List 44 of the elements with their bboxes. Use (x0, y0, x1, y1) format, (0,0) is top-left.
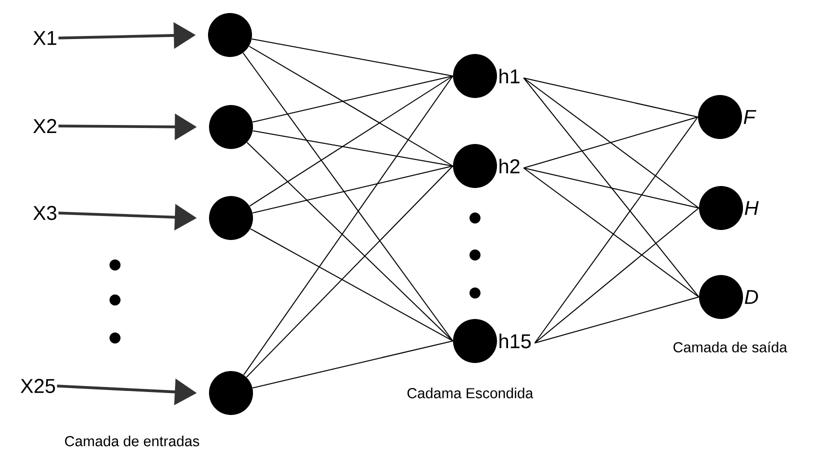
connection-line (534, 296, 700, 344)
connection-line (246, 166, 454, 378)
layer-caption: Camada de entradas (65, 436, 200, 446)
neuron-circle (208, 13, 252, 57)
connection-line (250, 228, 454, 342)
neuron-label: D (744, 290, 758, 304)
connection-line (534, 208, 700, 344)
neuron-circle (698, 95, 742, 139)
neuron-circle (453, 54, 497, 98)
input-label: X3 (33, 206, 56, 220)
connection-line (523, 78, 700, 298)
input-label: X1 (33, 31, 56, 45)
neuron-circle (453, 319, 497, 363)
connection-line (249, 76, 454, 207)
connection-line (523, 168, 700, 298)
neuron-circle (209, 196, 253, 240)
neuron-circle (209, 105, 253, 149)
layer-caption: Camada de saída (674, 342, 788, 352)
neuron-circle (453, 144, 497, 188)
connection-line (252, 340, 454, 388)
connection-line (252, 76, 454, 123)
neuron-circle (699, 275, 743, 319)
neuron-label: H (744, 201, 759, 215)
neuron-circle (209, 371, 253, 415)
connection-line (248, 46, 454, 166)
connection-line (523, 116, 698, 168)
connection-line (252, 130, 454, 166)
input-label: X2 (33, 119, 56, 133)
connection-line (252, 166, 454, 214)
connection-line (242, 52, 454, 342)
input-label: X25 (20, 378, 55, 394)
neuron-circle (699, 186, 743, 230)
layer-caption: Cadama Escondida (407, 388, 534, 398)
connection-line (251, 38, 454, 76)
connection-line (523, 78, 700, 208)
connection-line (243, 76, 454, 376)
neuron-label: h15 (500, 334, 531, 348)
connection-line (246, 142, 454, 342)
neuron-label: h2 (500, 158, 520, 174)
connection-line (534, 116, 698, 344)
connection-line (523, 78, 698, 118)
neuron-label: F (744, 110, 756, 124)
connection-line (523, 168, 700, 208)
neuron-label: h1 (500, 68, 520, 84)
